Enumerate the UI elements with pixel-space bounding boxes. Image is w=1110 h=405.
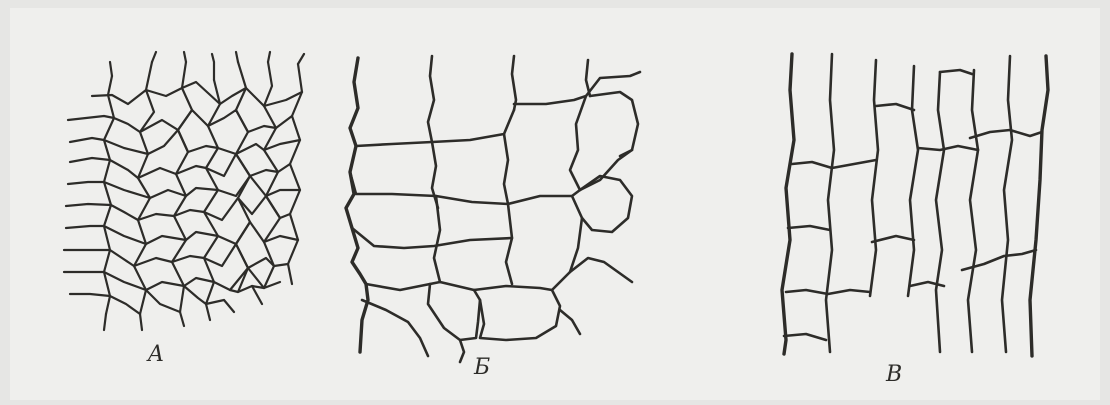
- panel-a-label: A: [148, 344, 164, 366]
- panel-b-label: Б: [474, 357, 490, 379]
- panel-a-cell-network: [64, 52, 304, 330]
- panel-v-label: В: [886, 364, 902, 386]
- panel-v-cell-network: [782, 54, 1048, 356]
- panel-b-cell-network: [346, 56, 640, 362]
